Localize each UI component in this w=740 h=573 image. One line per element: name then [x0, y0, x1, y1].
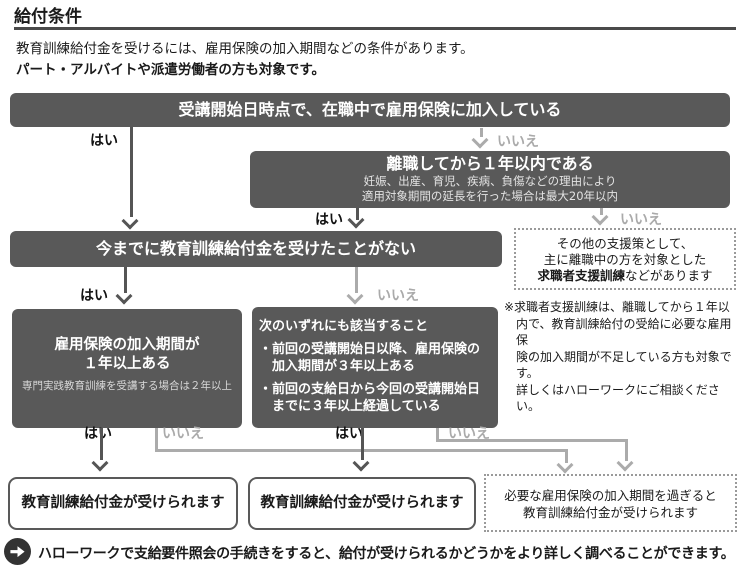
q5-bullet2-line1: ・前回の支給日から今回の受講開始日 — [259, 382, 481, 397]
alt-line3: 求職者支援訓練などがあります — [516, 268, 734, 284]
flow-box-within-one-year-of-leaving: 離職してから１年以内である 妊娠、出産、育児、疾病、負傷などの理由により 適用対… — [250, 151, 730, 208]
label-no-q4: いいえ — [162, 426, 204, 442]
label-yes-q1: はい — [90, 133, 118, 149]
result-box-benefit-available-1: 教育訓練給付金が受けられます — [8, 477, 238, 530]
arrow-down-q3-yes-icon — [115, 287, 133, 305]
alt-line2: 主に離職中の方を対象とした — [543, 252, 707, 267]
label-no-q5: いいえ — [448, 426, 490, 442]
connector-q3-yes-line — [124, 267, 127, 293]
jobseeker-training-note: ※求職者支援訓練は、離職してから１年以 内で、教育訓練給付の受給に必要な雇用保 … — [504, 299, 740, 415]
label-no-q1: いいえ — [497, 134, 539, 150]
q4-line1: 雇用保険の加入期間が — [54, 337, 200, 353]
alt-line3-rest: などがあります — [625, 268, 713, 283]
label-yes-q4: はい — [84, 426, 112, 442]
note-line1: ※求職者支援訓練は、離職してから１年以 — [504, 300, 730, 314]
q4-line2: １年以上ある — [83, 356, 171, 372]
connector-q5-no-hline — [436, 439, 628, 442]
arrow-down-q3-no-icon — [346, 287, 364, 305]
connector-q2-yes-line — [356, 208, 359, 220]
note-line4: 詳しくはハローワークにご相談ください。 — [516, 382, 720, 414]
alt-line3-bold: 求職者支援訓練 — [537, 268, 625, 283]
connector-q3-no-line — [355, 267, 358, 293]
note-line3: 険の加入期間が不足している方も対象です。 — [516, 349, 732, 381]
flow-box-employment-insurance-enrolled: 受講開始日時点で、在職中で雇用保険に加入している — [10, 93, 730, 127]
q5-title: 次のいずれにも該当すること — [259, 319, 429, 334]
q5-bullet2-line2: までに３年以上経過している — [272, 399, 441, 414]
note-line2: 内で、教育訓練給付の受給に必要な雇用保 — [516, 316, 732, 348]
label-no-q3: いいえ — [377, 288, 419, 304]
page-title: 給付条件 — [14, 7, 82, 27]
title-underline — [14, 27, 736, 30]
arrow-down-q4-no-icon — [556, 456, 574, 474]
connector-q1-no-line — [480, 128, 483, 137]
intro-text: 教育訓練給付金を受けるには、雇用保険の加入期間などの条件があります。 — [16, 41, 474, 57]
flow-box-insurance-period-one-year: 雇用保険の加入期間が １年以上ある 専門実践教育訓練を受講する場合は２年以上 — [12, 309, 242, 428]
arrow-down-q2-yes-icon — [347, 211, 365, 229]
connector-q5-no-vline2 — [625, 439, 628, 461]
arrow-down-q1-no-icon — [471, 131, 489, 149]
q5-bullet1-line2: 加入期間が３年以上ある — [272, 359, 416, 374]
q2-note-line2: 適用対象期間の延長を行った場合は最大20年以内 — [361, 189, 619, 203]
connector-q1-yes-line — [130, 127, 133, 217]
q5-bullet1-line1: ・前回の受講開始日以降、雇用保険の — [259, 342, 481, 357]
arrow-down-q4-yes-icon — [91, 454, 109, 472]
connector-q4-no-vline2 — [565, 449, 568, 463]
flow-box-never-received-benefit: 今までに教育訓練給付金を受けたことがない — [10, 231, 502, 267]
alt-line1: その他の支援策として、 — [556, 236, 694, 251]
flow-box-both-conditions: 次のいずれにも該当すること ・前回の受講開始日以降、雇用保険の 加入期間が３年以… — [252, 307, 498, 428]
q2-note-line1: 妊娠、出産、育児、疾病、負傷などの理由により — [363, 174, 617, 188]
connector-q4-no-vline — [155, 428, 158, 452]
q4-note: 専門実践教育訓練を受講する場合は２年以上 — [22, 380, 232, 392]
label-yes-q3: はい — [80, 288, 108, 304]
connector-q5-yes-line — [361, 428, 364, 460]
connector-q4-yes-line — [100, 428, 103, 460]
result3-line1: 必要な雇用保険の加入期間を過ぎると — [504, 488, 717, 503]
box-other-support-jobseeker-training: その他の支援策として、 主に離職中の方を対象とした 求職者支援訓練などがあります — [514, 228, 736, 290]
result-box-benefit-after-period: 必要な雇用保険の加入期間を過ぎると 教育訓練給付金が受けられます — [484, 474, 737, 532]
right-arrow-circle-icon — [4, 538, 31, 565]
connector-q2-no-line — [600, 208, 603, 215]
intro-bold-text: パート・アルバイトや派遣労働者の方も対象です。 — [16, 62, 326, 78]
result3-line2: 教育訓練給付金が受けられます — [522, 505, 698, 520]
arrow-down-q5-no-icon — [616, 454, 634, 472]
hellowork-inquiry-note: ハローワークで支給要件照会の手続きをすると、給付が受けられるかどうかをより詳しく… — [38, 546, 735, 562]
right-arrow-glyph — [10, 546, 25, 558]
connector-q5-no-vline — [436, 428, 439, 442]
label-yes-q5: はい — [335, 426, 363, 442]
arrow-down-q5-yes-icon — [352, 454, 370, 472]
arrow-down-q2-no-icon — [591, 208, 609, 226]
q2-title: 離職してから１年以内である — [386, 154, 594, 173]
label-no-q2: いいえ — [620, 212, 662, 228]
result-box-benefit-available-2: 教育訓練給付金が受けられます — [248, 477, 476, 530]
arrow-down-q1-yes-icon — [121, 212, 139, 230]
label-yes-q2: はい — [315, 212, 343, 228]
